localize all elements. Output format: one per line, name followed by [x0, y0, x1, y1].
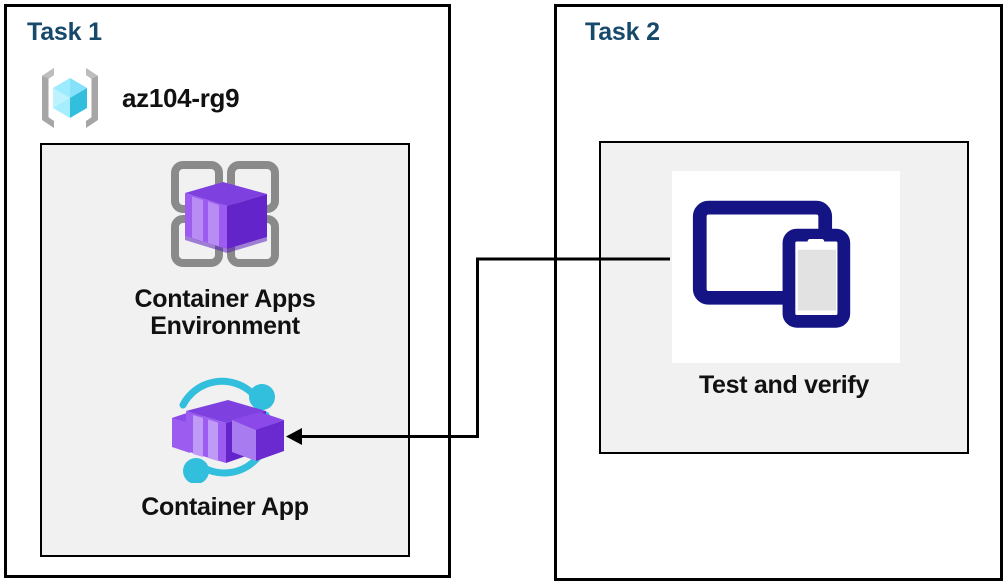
test-and-verify-label: Test and verify [698, 371, 870, 399]
test-and-verify-devices-icon [688, 186, 884, 348]
container-apps-environment-label: Container Apps Environment [42, 286, 408, 340]
container-app-block: Container App [42, 373, 408, 521]
task-1-inner-container: Container Apps Environment [40, 143, 410, 557]
azure-resource-group-icon [34, 62, 106, 134]
container-app-label-line-1: Container App [141, 493, 309, 521]
container-apps-environment-label-line-1: Container Apps [134, 285, 316, 313]
task-2-inner-container: Test and verify [599, 141, 969, 454]
container-app-label: Container App [42, 494, 408, 521]
container-apps-environment-label-line-2: Environment [150, 312, 300, 340]
resource-group-label: az104-rg9 [122, 82, 240, 113]
test-and-verify-icon-card [672, 171, 900, 363]
task-1-title: Task 1 [27, 18, 102, 46]
resource-group-row: az104-rg9 [34, 62, 314, 134]
container-apps-environment-block: Container Apps Environment [42, 157, 408, 340]
container-app-icon-wrap [42, 373, 408, 488]
container-apps-environment-icon [161, 157, 289, 280]
container-app-icon [160, 373, 290, 488]
container-apps-environment-icon-wrap [42, 157, 408, 280]
task-2-title: Task 2 [585, 18, 660, 46]
